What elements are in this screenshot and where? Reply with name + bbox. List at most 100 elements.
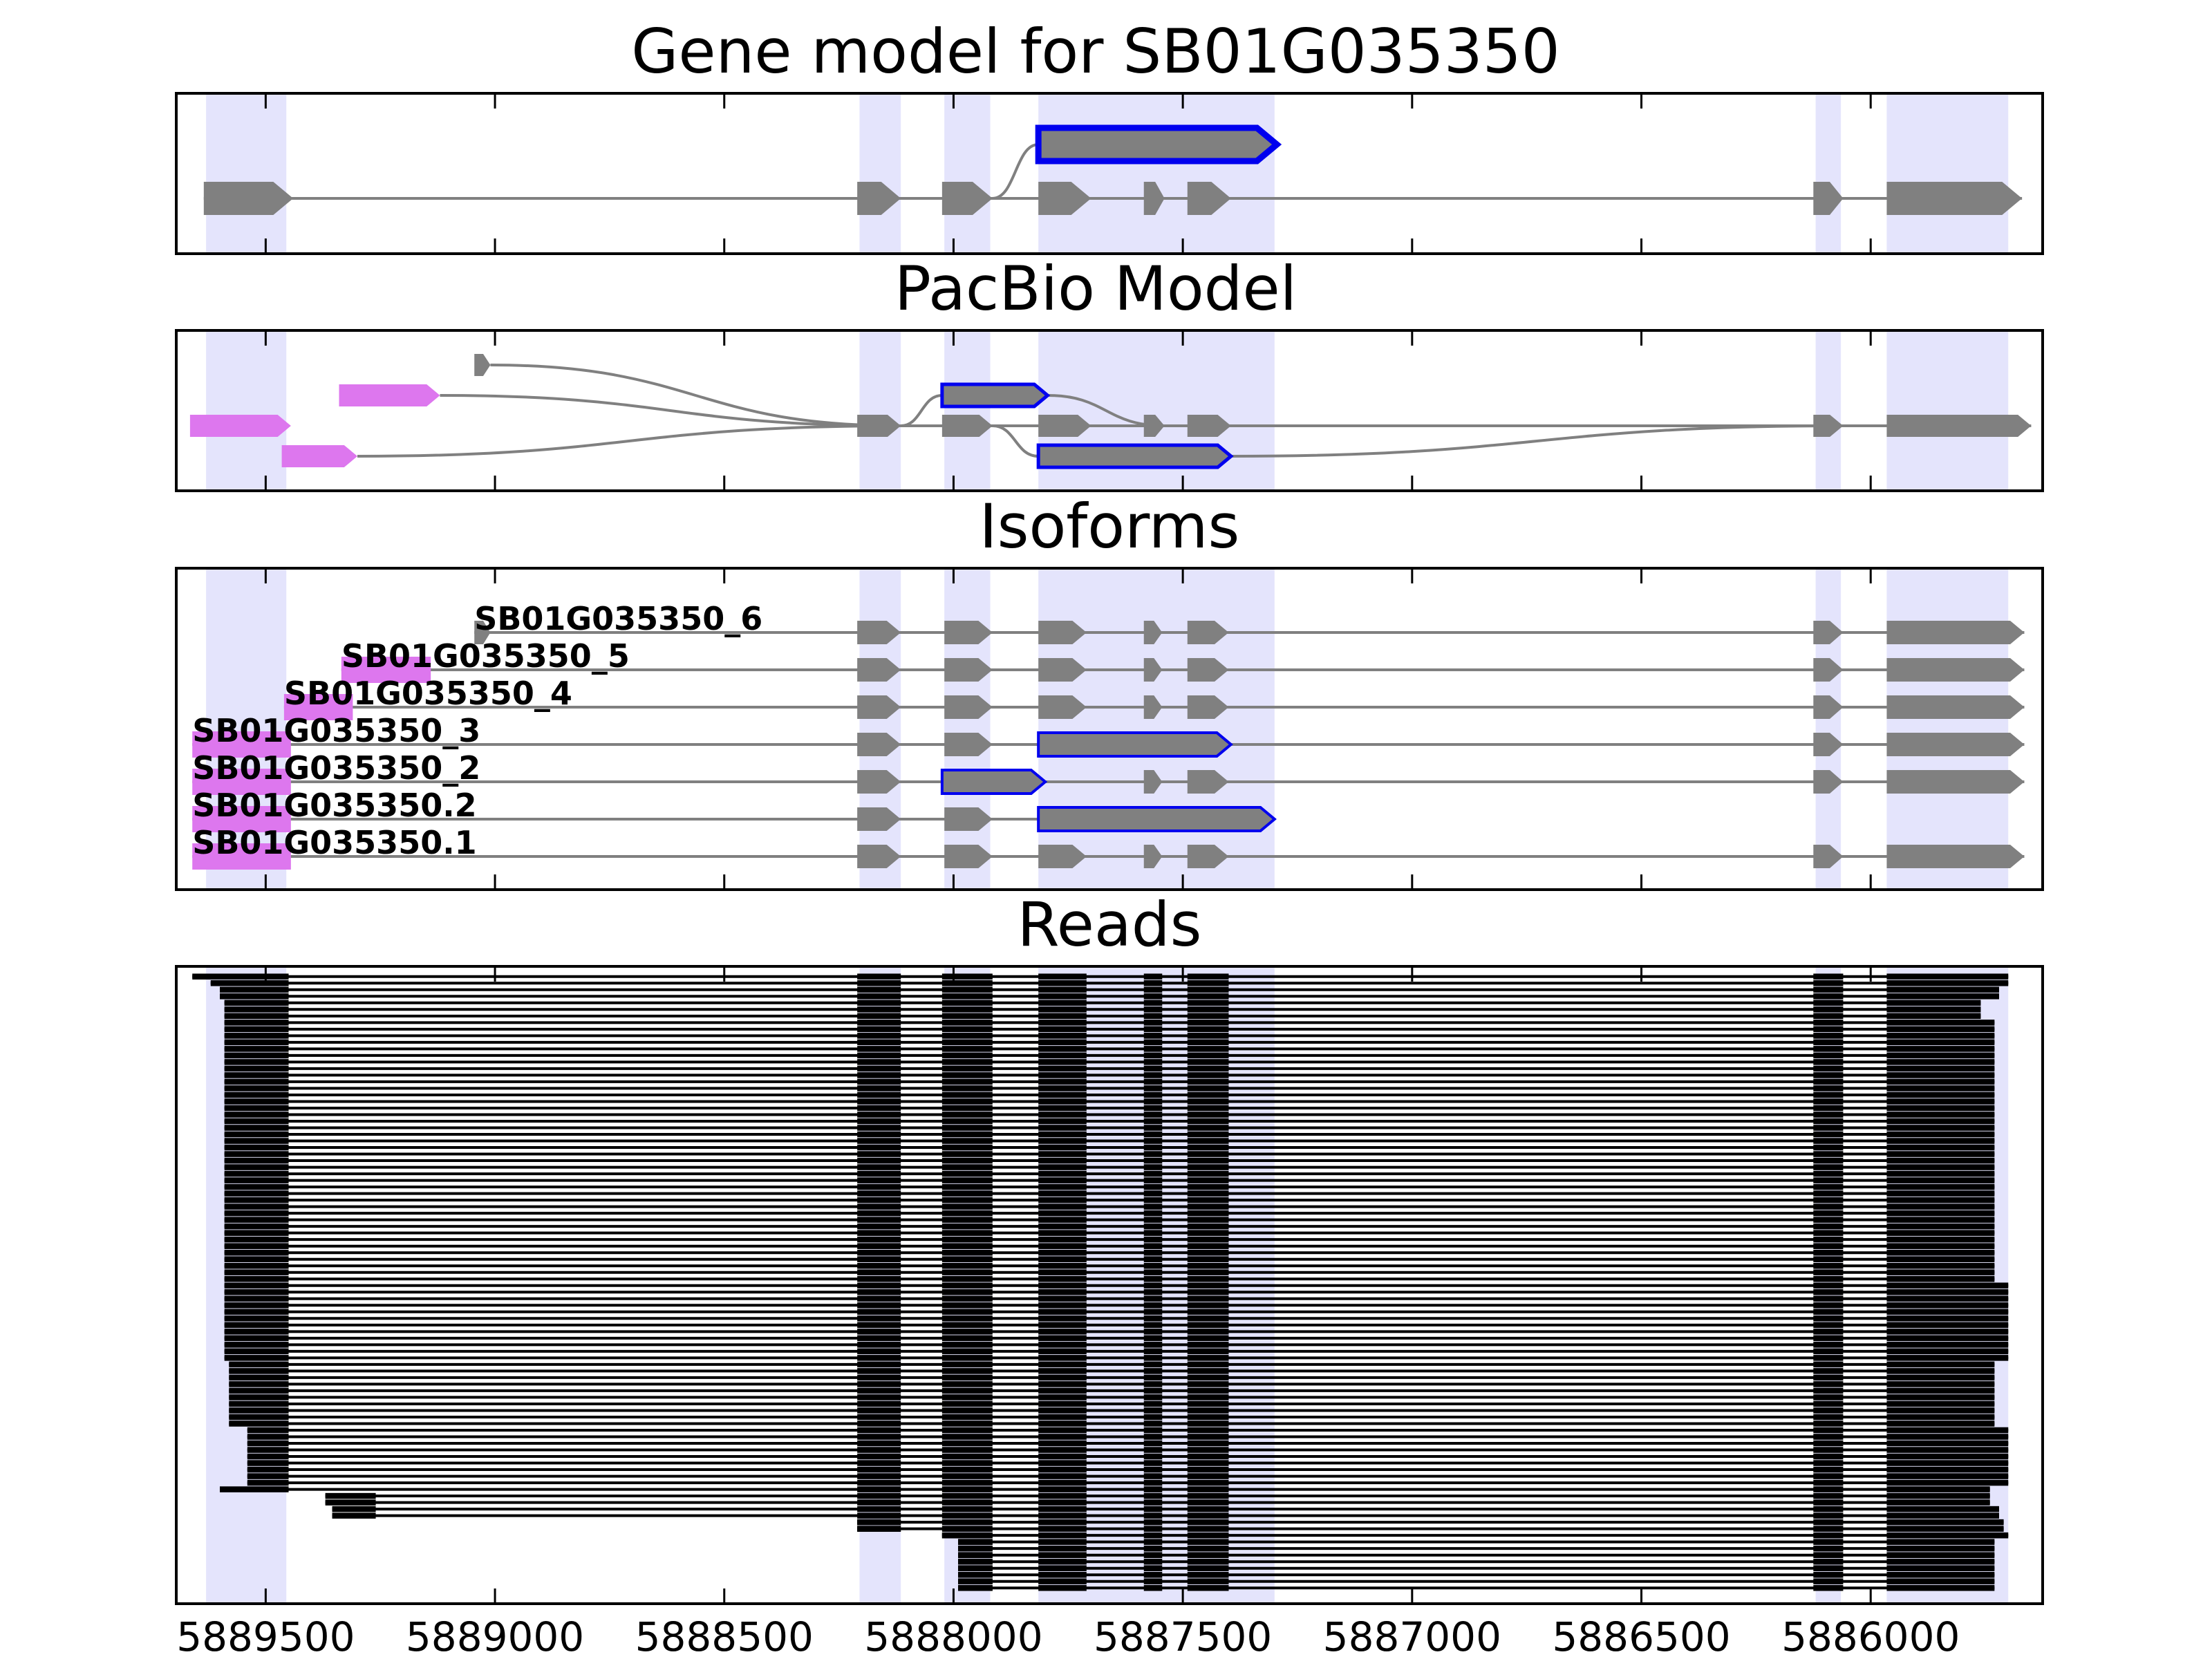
- read-exon: [1143, 1506, 1163, 1512]
- read-exon: [1187, 1394, 1229, 1400]
- read-exon: [1813, 1217, 1844, 1223]
- read-exon: [941, 1414, 993, 1421]
- read-exon: [1038, 1078, 1087, 1085]
- read-exon: [1886, 1164, 1995, 1170]
- read-exon: [958, 1539, 993, 1545]
- read-exon: [1143, 1512, 1163, 1519]
- read-exon: [1813, 1203, 1844, 1210]
- exon-block: [203, 182, 294, 215]
- splice-curve: [1230, 424, 1844, 458]
- read-exon: [941, 1170, 993, 1177]
- read-exon: [1886, 1091, 1995, 1098]
- read-exon: [1187, 1329, 1229, 1335]
- read-exon: [1886, 1506, 1999, 1512]
- read-exon: [1038, 1447, 1087, 1453]
- read-exon: [210, 980, 289, 986]
- highlight-region: [859, 93, 901, 254]
- read-exon: [958, 1578, 993, 1585]
- read-exon: [325, 1499, 376, 1506]
- read-exon: [1143, 1203, 1163, 1210]
- read-exon: [1813, 1295, 1844, 1302]
- isoform-label: SB01G035350_6: [474, 600, 762, 637]
- read-exon: [1187, 1006, 1229, 1013]
- read-exon: [941, 1309, 993, 1315]
- read-exon: [1886, 1243, 1995, 1249]
- read-exon: [224, 1302, 289, 1309]
- exon-block: [1038, 695, 1087, 719]
- read-exon: [857, 980, 901, 986]
- read-exon: [941, 1355, 993, 1361]
- read-exon: [857, 1519, 901, 1526]
- read-exon: [1886, 1105, 1995, 1112]
- read-exon: [1143, 1059, 1163, 1065]
- read-exon: [1143, 1052, 1163, 1059]
- splice-curve: [992, 424, 1039, 458]
- read-exon: [941, 1164, 993, 1170]
- read-exon: [941, 1492, 993, 1499]
- read-exon: [1143, 980, 1163, 986]
- read-exon: [1886, 1138, 1995, 1144]
- x-tick-label: 5886000: [1781, 1613, 1960, 1659]
- read-exon: [1813, 1210, 1844, 1217]
- highlight-region: [859, 330, 901, 491]
- read-exon: [1143, 1368, 1163, 1374]
- read-exon: [1143, 1065, 1163, 1072]
- read-exon: [1813, 1479, 1844, 1486]
- read-exon: [1038, 1085, 1087, 1091]
- read-exon: [857, 1039, 901, 1046]
- read-exon: [1038, 1164, 1087, 1170]
- exon-block: [857, 733, 901, 756]
- read-exon: [1143, 1131, 1163, 1138]
- read-exon: [224, 1052, 289, 1059]
- read-exon: [1813, 1262, 1844, 1269]
- read-exon: [958, 1571, 993, 1578]
- read-exon: [1187, 1440, 1229, 1447]
- exon-block: [857, 182, 901, 215]
- read-exon: [857, 1230, 901, 1236]
- read-exon: [224, 1033, 289, 1039]
- read-exon: [224, 1091, 289, 1098]
- read-exon: [224, 1112, 289, 1118]
- read-exon: [1886, 993, 1999, 1000]
- read-exon: [941, 1282, 993, 1289]
- read-exon: [1038, 1026, 1087, 1033]
- read-exon: [1038, 1295, 1087, 1302]
- read-exon: [224, 1144, 289, 1151]
- read-exon: [941, 1112, 993, 1118]
- read-exon: [224, 1309, 289, 1315]
- read-exon: [857, 1427, 901, 1434]
- read-exon: [941, 1329, 993, 1335]
- read-exon: [1143, 1177, 1163, 1183]
- read-exon: [1886, 1125, 1995, 1131]
- read-exon: [1143, 1584, 1163, 1591]
- read-exon: [857, 1013, 901, 1020]
- read-exon: [224, 1243, 289, 1249]
- read-exon: [224, 1020, 289, 1026]
- read-exon: [1886, 1400, 1995, 1407]
- read-exon: [1143, 1197, 1163, 1203]
- splice-curve: [490, 364, 901, 427]
- read-exon: [1038, 1288, 1087, 1295]
- read-exon: [1886, 1236, 1995, 1243]
- read-exon: [1038, 1361, 1087, 1368]
- read-exon: [1143, 1282, 1163, 1289]
- read-exon: [941, 1217, 993, 1223]
- read-exon: [1143, 1440, 1163, 1447]
- read-exon: [1187, 1282, 1229, 1289]
- read-exon: [941, 1361, 993, 1368]
- read-exon: [1143, 1125, 1163, 1131]
- read-exon: [941, 1400, 993, 1407]
- pacbio-model-panel: PacBio Model: [175, 253, 2044, 492]
- read-exon: [1038, 1506, 1087, 1512]
- read-exon: [1038, 1329, 1087, 1335]
- read-exon: [224, 1065, 289, 1072]
- read-exon: [1813, 1065, 1844, 1072]
- highlight-region: [1886, 568, 2009, 890]
- read-exon: [1187, 1072, 1229, 1078]
- read-exon: [1187, 1078, 1229, 1085]
- read-exon: [1813, 1033, 1844, 1039]
- exon-block: [1143, 695, 1163, 719]
- exon-block: [941, 182, 993, 215]
- read-exon: [1886, 1427, 2009, 1434]
- read-exon: [1886, 1460, 2009, 1466]
